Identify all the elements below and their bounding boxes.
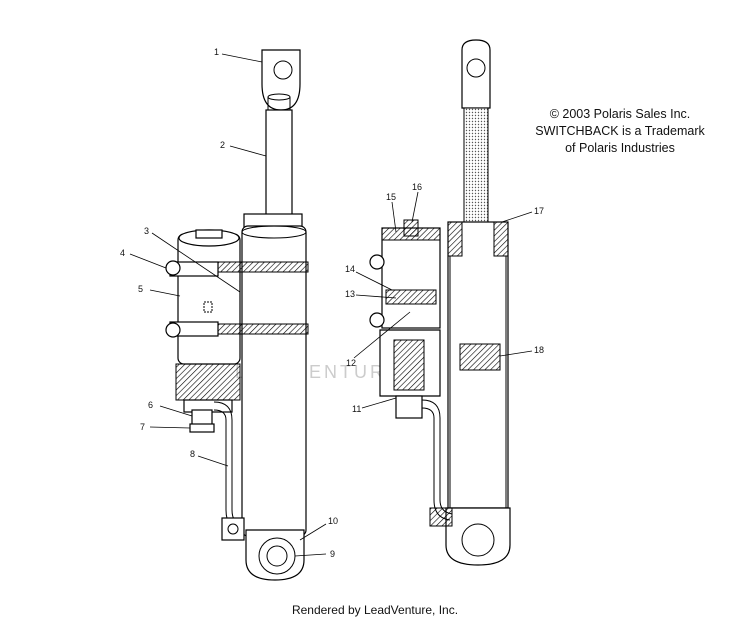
- copyright-line-2: SWITCHBACK is a Trademark: [535, 124, 705, 138]
- callout-18: 18: [534, 345, 544, 355]
- callout-10: 10: [328, 516, 338, 526]
- callout-4: 4: [120, 248, 125, 258]
- assembled-shock: [165, 49, 309, 581]
- callout-2: 2: [220, 140, 225, 150]
- callout-16: 16: [412, 182, 422, 192]
- callout-8: 8: [190, 449, 195, 459]
- callout-15: 15: [386, 192, 396, 202]
- copyright-notice: © 2003 Polaris Sales Inc. SWITCHBACK is …: [500, 106, 740, 157]
- callout-5: 5: [138, 284, 143, 294]
- callout-9: 9: [330, 549, 335, 559]
- callout-14: 14: [345, 264, 355, 274]
- copyright-line-1: © 2003 Polaris Sales Inc.: [549, 107, 691, 121]
- callout-leaders: [129, 53, 533, 557]
- callout-11: 11: [352, 404, 361, 414]
- footer-credit: Rendered by LeadVenture, Inc.: [291, 603, 459, 617]
- callout-1: 1: [214, 47, 219, 57]
- callout-numbers: 1 2 3 4 5 6 7 8 9 10 11 12 13 14 15 16 1…: [120, 47, 544, 559]
- callout-7: 7: [140, 422, 145, 432]
- callout-12: 12: [346, 358, 356, 368]
- callout-3: 3: [144, 226, 149, 236]
- callout-13: 13: [345, 289, 355, 299]
- cutaway-shock: [369, 39, 511, 566]
- callout-17: 17: [534, 206, 544, 216]
- callout-6: 6: [148, 400, 153, 410]
- copyright-line-3: of Polaris Industries: [565, 141, 675, 155]
